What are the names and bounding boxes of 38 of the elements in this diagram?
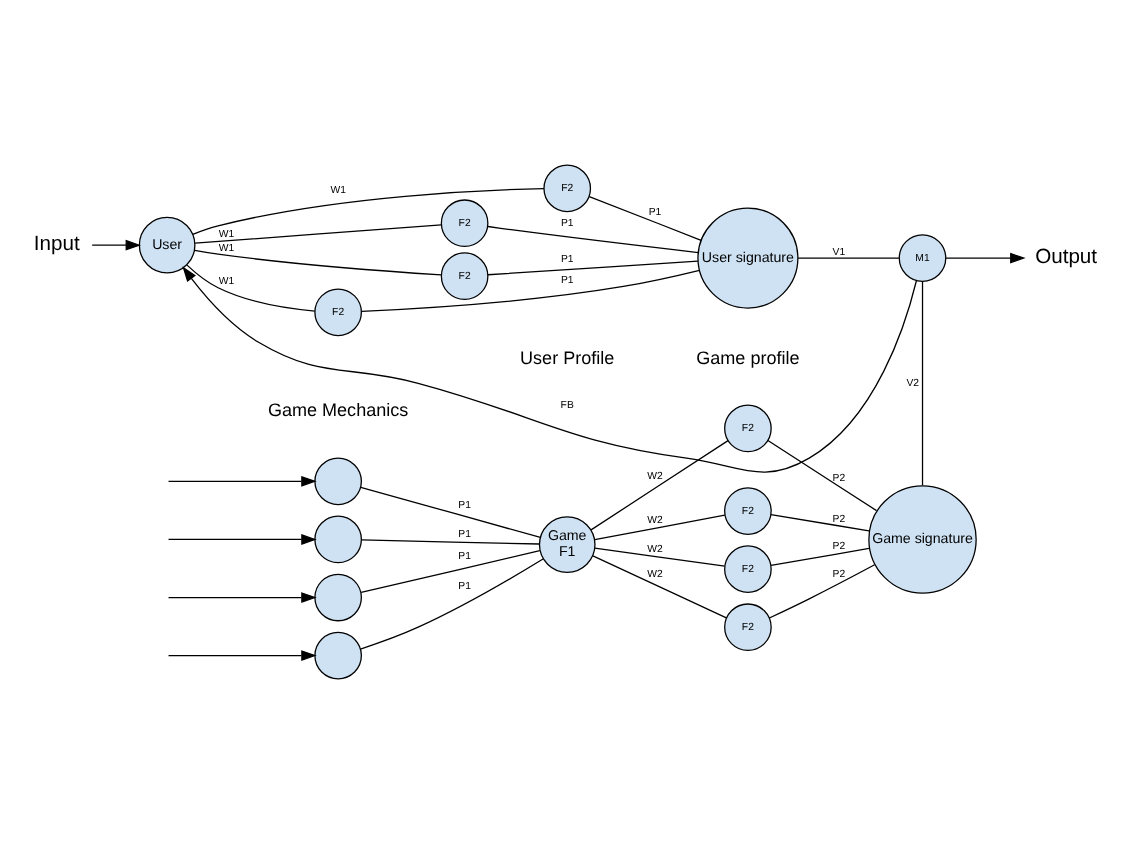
connector [590,438,729,530]
connector [487,259,699,275]
label: User Profile [520,346,615,367]
node-circle [314,630,362,679]
connector [192,187,545,234]
node-circle [314,572,362,621]
connector [767,438,878,511]
connector [797,256,900,258]
node-circle [314,456,362,505]
connector [594,513,726,540]
connector [359,557,544,649]
node-text: Input [33,233,80,256]
connector [592,554,728,618]
label: Game Mechanics [267,399,409,420]
node-circle [314,514,362,563]
connector [360,549,541,593]
connector [360,485,542,538]
node-text: Output [1035,245,1098,268]
connector [588,194,702,240]
connector [194,223,443,243]
connector [594,546,726,566]
connector [186,263,316,311]
connector [194,248,442,275]
connector [921,279,924,485]
arrow [167,533,317,544]
connector [770,546,870,566]
arrow [945,251,1026,263]
arrow [182,265,918,472]
arrow [167,649,317,661]
arrow [91,238,142,250]
arrow [167,474,317,486]
label: Game profile [696,346,800,367]
arrow [167,591,317,602]
connector [361,268,701,312]
connector [770,513,870,531]
connector [768,563,876,618]
connector [360,538,540,544]
connector [487,224,699,253]
